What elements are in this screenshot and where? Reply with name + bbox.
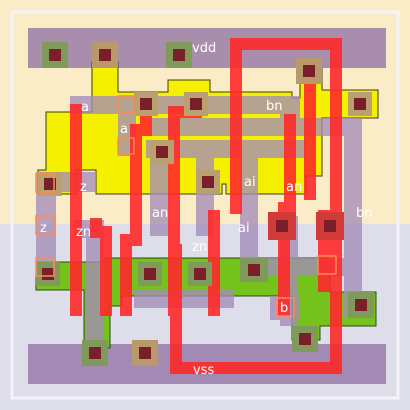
pin-a-top bbox=[117, 95, 135, 113]
poly-gate-1 bbox=[120, 100, 152, 316]
contact-n-4 bbox=[240, 258, 268, 282]
label-b: b bbox=[280, 301, 288, 316]
label-z-left: z bbox=[40, 221, 47, 236]
contact-vss-1 bbox=[82, 340, 108, 366]
pin-a-mid bbox=[117, 137, 135, 155]
label-vdd: vdd bbox=[192, 41, 216, 56]
label-zn-left: zn bbox=[76, 225, 91, 240]
contact-n-3 bbox=[188, 262, 212, 286]
cell-boundary bbox=[10, 10, 400, 400]
poly-bn bbox=[278, 114, 296, 316]
pin-markers bbox=[35, 95, 337, 317]
m1-drop-1 bbox=[150, 150, 168, 236]
pin-z-left bbox=[35, 215, 55, 235]
contact-n-6 bbox=[292, 326, 318, 352]
poly-zn bbox=[90, 218, 112, 316]
contact-p-5 bbox=[196, 170, 220, 194]
label-a-mid: a bbox=[120, 122, 128, 137]
contact-p-3 bbox=[348, 92, 372, 116]
contact-bn-poly bbox=[316, 212, 344, 240]
contact-vdd-4 bbox=[296, 58, 322, 84]
contact-n-5 bbox=[348, 292, 374, 318]
contact-ai-poly bbox=[268, 212, 296, 240]
contact-vss-2 bbox=[132, 340, 158, 366]
label-ai-low: ai bbox=[238, 221, 250, 236]
m1-drop-3 bbox=[240, 150, 258, 280]
contact-n-1 bbox=[36, 262, 60, 286]
label-a-top: a bbox=[81, 100, 89, 115]
contact-p-2 bbox=[184, 92, 208, 116]
poly-loop bbox=[170, 38, 342, 374]
m1-mid-h2 bbox=[146, 140, 306, 158]
label-an-left: an bbox=[152, 206, 168, 221]
contact-vdd-3 bbox=[166, 42, 192, 68]
m1-zn-vertical bbox=[86, 220, 104, 360]
label-bn-right: bn bbox=[356, 206, 373, 221]
pin-b-low bbox=[275, 297, 295, 317]
contact-vdd-2 bbox=[92, 42, 118, 68]
pin-z-low bbox=[35, 257, 55, 277]
m1-z-vertical bbox=[36, 172, 56, 284]
label-z-mid: z bbox=[80, 180, 87, 195]
label-bn-top: bn bbox=[266, 99, 283, 114]
contact-p-1 bbox=[134, 92, 158, 116]
label-zn-mid: zn bbox=[192, 240, 207, 255]
contact-vdd-1 bbox=[42, 42, 68, 68]
pin-z-mid bbox=[35, 173, 55, 193]
pin-b-right bbox=[317, 255, 337, 275]
label-ai-mid: ai bbox=[244, 175, 256, 190]
contact-p-4 bbox=[150, 140, 174, 164]
label-vss: vss bbox=[193, 363, 214, 378]
label-an-right: an bbox=[286, 180, 302, 195]
contact-n-2 bbox=[138, 262, 162, 286]
contacts bbox=[36, 42, 374, 366]
